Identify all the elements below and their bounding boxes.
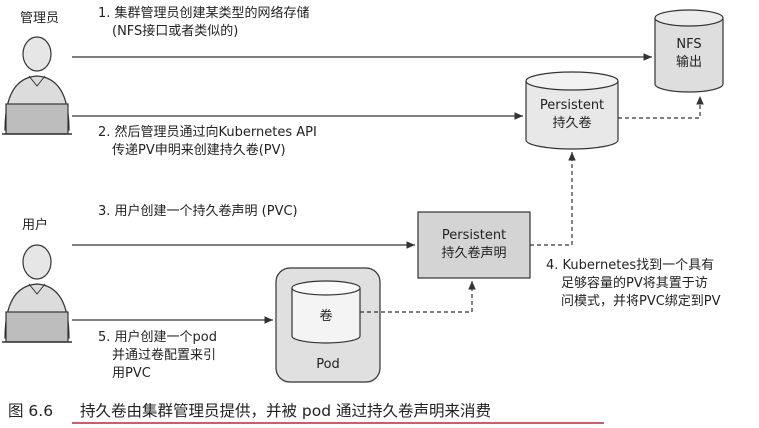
step-5-line-3: 用PVC <box>112 366 151 381</box>
volume-cylinder: 卷 <box>291 280 361 344</box>
pvc-label-line2: 持久卷声明 <box>441 245 506 261</box>
persistent-volume-cylinder: Persistent 持久卷 <box>525 71 619 150</box>
persistent-volume-claim-box: Persistent 持久卷声明 <box>417 211 531 279</box>
pv-label-line2: 持久卷 <box>552 115 591 131</box>
pvc-label-line1: Persistent <box>442 228 506 243</box>
figure-caption: 图 6.6 持久卷由集群管理员提供，并被 pod 通过持久卷声明来消费 <box>8 402 604 424</box>
nfs-label-line1: NFS <box>676 37 701 52</box>
step-2-line-2: 传递PV申明来创建持久卷(PV) <box>112 142 286 158</box>
step-2-text: 2. 然后管理员通过向Kubernetes API 传递PV申明来创建持久卷(P… <box>98 124 317 158</box>
step-1-line-1: 1. 集群管理员创建某类型的网络存储 <box>98 5 310 21</box>
step-4-line-2: 足够容量的PV将其置于访 <box>561 275 708 291</box>
step-4-line-1: 4. Kubernetes找到一个具有 <box>546 258 714 273</box>
caption-number: 图 6.6 <box>8 402 53 420</box>
admin-person-icon: 管理员 <box>2 11 72 135</box>
step-4-text: 4. Kubernetes找到一个具有 足够容量的PV将其置于访 问模式，并将P… <box>546 258 721 309</box>
step-1-line-2: (NFS接口或者类似的) <box>112 23 238 39</box>
caption-text: 持久卷由集群管理员提供，并被 pod 通过持久卷声明来消费 <box>80 402 491 420</box>
arrow-pv-to-nfs <box>618 96 704 119</box>
user-label: 用户 <box>22 217 48 233</box>
step-1-text: 1. 集群管理员创建某类型的网络存储 (NFS接口或者类似的) <box>98 5 310 39</box>
step-5-line-2: 并通过卷配置来引 <box>112 347 216 363</box>
admin-label: 管理员 <box>20 11 59 26</box>
pod-label: Pod <box>316 357 340 372</box>
pv-label-line1: Persistent <box>540 98 604 113</box>
step-5-text: 5. 用户创建一个pod 并通过卷配置来引 用PVC <box>98 329 217 381</box>
user-person-icon: 用户 <box>2 217 72 343</box>
step-4-line-3: 问模式，并将PVC绑定到PV <box>561 294 721 309</box>
step-2-line-1: 2. 然后管理员通过向Kubernetes API <box>98 124 317 140</box>
step-3-text: 3. 用户创建一个持久卷声明 (PVC) <box>98 203 298 219</box>
nfs-label-line2: 输出 <box>676 54 702 70</box>
step-3-line-1: 3. 用户创建一个持久卷声明 (PVC) <box>98 203 298 219</box>
step-5-line-1: 5. 用户创建一个pod <box>98 329 217 345</box>
arrow-volume-to-pvc <box>360 281 476 313</box>
nfs-export-cylinder: NFS 输出 <box>654 9 724 93</box>
volume-label: 卷 <box>319 308 332 324</box>
arrow-pvc-to-pv <box>530 152 576 246</box>
